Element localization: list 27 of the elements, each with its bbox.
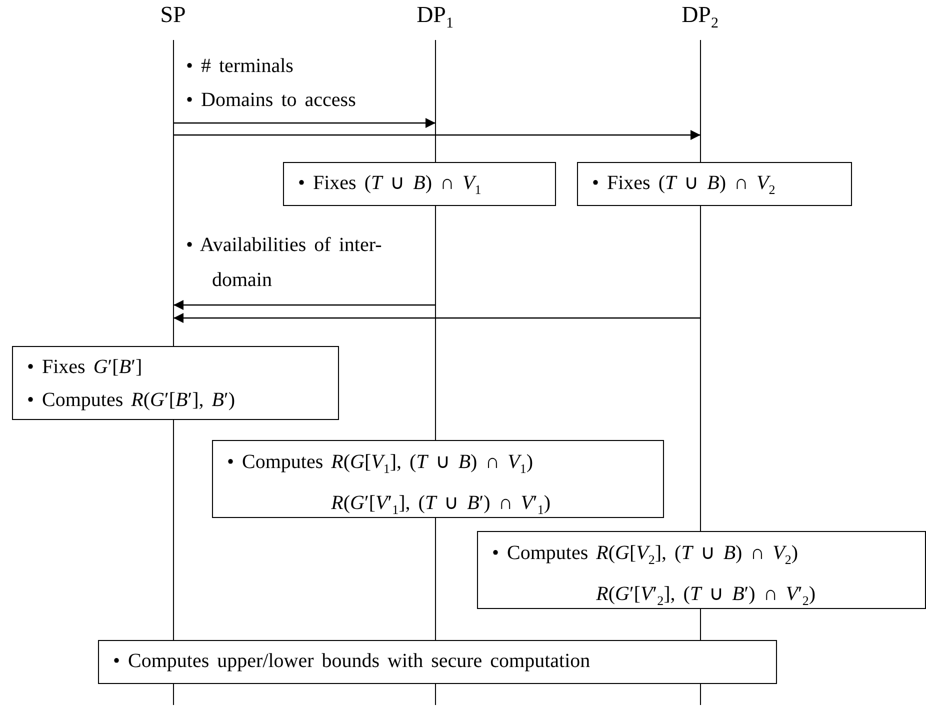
message-label: • Availabilities of inter-domain [186, 233, 383, 293]
bullet-text: • Computes R(G′[B′], B′) [27, 388, 236, 413]
process-box [12, 346, 339, 420]
formula-text: R(G′[V′$_{2}$], (T ∪ B′) ∩ V′$_{2}$) [595, 582, 816, 610]
bullet-text: • Fixes (T ∪ B) ∩ V$_{2}$ [592, 171, 776, 199]
message-arrow [174, 130, 700, 140]
process-box [98, 640, 777, 684]
participant-label: DP$_{1}$ [416, 2, 454, 33]
bullet-text: • Fixes G′[B′] [27, 355, 144, 380]
bullet-text: • Computes [492, 541, 588, 566]
bullet-text: • Fixes (T ∪ B) ∩ V$_{1}$ [298, 171, 482, 199]
message-arrow [174, 118, 436, 128]
participant-label: SP [159, 2, 187, 28]
message-arrow [174, 313, 700, 323]
formula-text: R(G[V$_{1}$], (T ∪ B) ∩ V$_{1}$) [330, 450, 534, 478]
process-box [212, 440, 664, 518]
process-box [283, 162, 556, 206]
process-box [477, 531, 926, 609]
message-arrow [174, 300, 436, 310]
bullet-text: • Computes [227, 450, 324, 475]
formula-text: R(G[V$_{2}$], (T ∪ B) ∩ V$_{2}$) [595, 541, 800, 569]
formula-text: R(G′[V′$_{1}$], (T ∪ B′) ∩ V′$_{1}$) [330, 491, 551, 519]
message-label: • # terminals [186, 54, 294, 79]
bullet-text: • Computes upper/lower bounds with secure computation [113, 649, 592, 674]
participant-label: DP$_{2}$ [680, 2, 720, 33]
process-box [577, 162, 852, 206]
message-label: • Domains to access [186, 88, 356, 113]
